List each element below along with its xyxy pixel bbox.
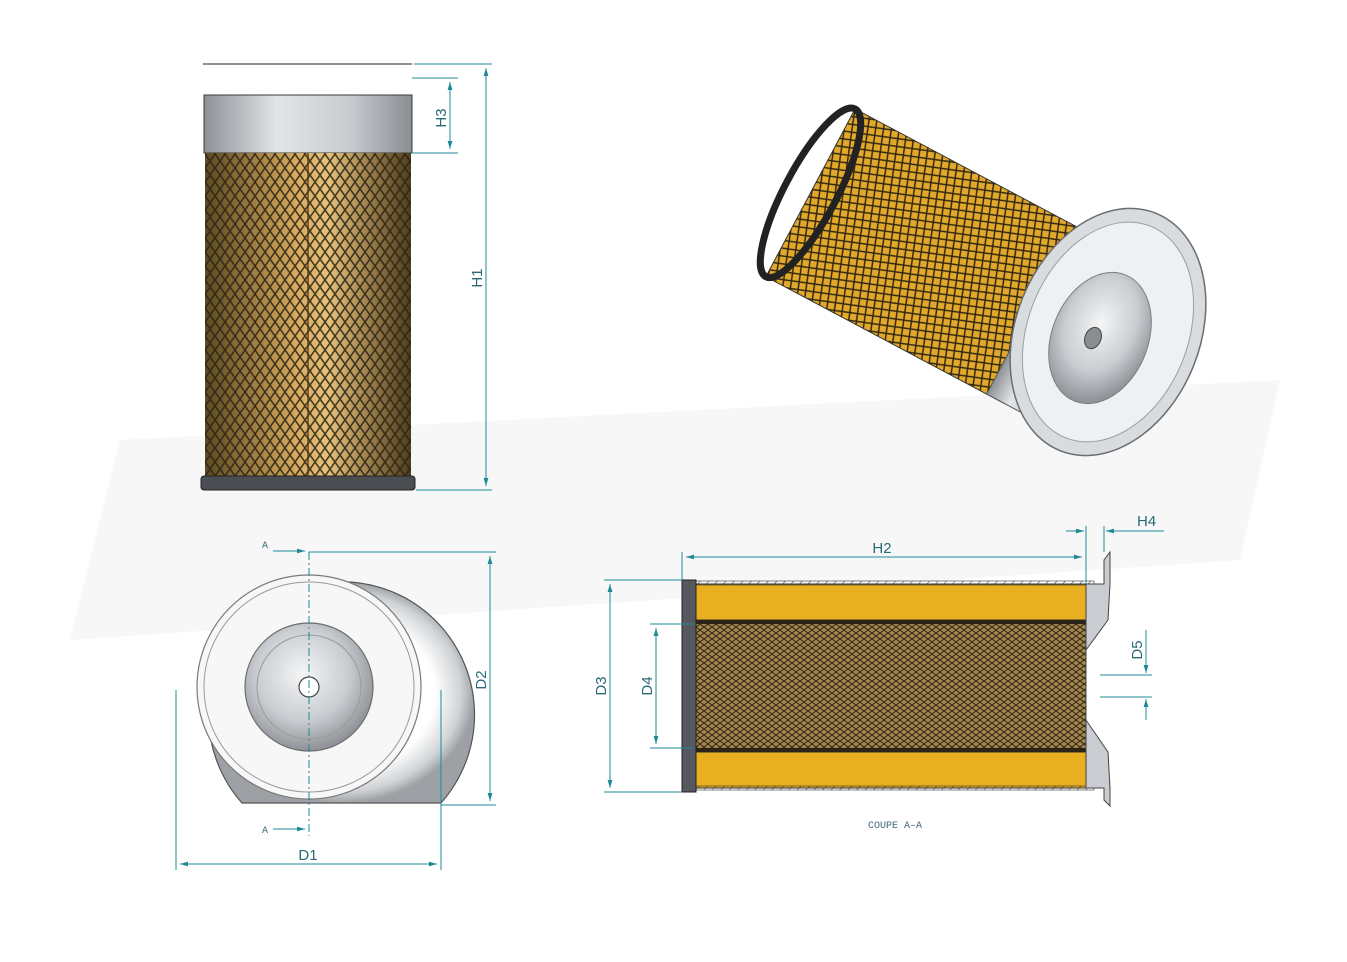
isometric-view <box>756 104 1207 457</box>
dimension-h4: H4 <box>1066 513 1164 552</box>
section-mark-bottom: A <box>262 826 268 837</box>
h3-label: H3 <box>433 108 450 127</box>
section-mark-top: A <box>262 541 268 552</box>
section-media-top <box>693 583 1095 621</box>
d1-label: D1 <box>298 847 317 864</box>
section-view <box>681 550 1111 808</box>
section-caption: COUPE A–A <box>868 821 922 832</box>
dimension-h2: H2 <box>681 540 1087 584</box>
h1-label: H1 <box>469 268 486 287</box>
d3-label: D3 <box>593 676 610 695</box>
iso-center-hole <box>1084 326 1102 350</box>
section-closed-cap <box>681 579 697 793</box>
end-view: A A <box>196 541 476 837</box>
h2-label: H2 <box>872 540 891 557</box>
dimension-d4: D4 <box>639 623 694 749</box>
d5-label: D5 <box>1129 640 1146 659</box>
d2-label: D2 <box>473 670 490 689</box>
dimension-d1: D1 <box>175 690 442 870</box>
dimension-d3: D3 <box>593 579 682 793</box>
h4-label: H4 <box>1137 513 1156 530</box>
section-open-flange <box>1085 550 1111 808</box>
dimension-h1: H1 <box>414 63 492 491</box>
dimension-d5: D5 <box>1100 630 1152 720</box>
dimension-d2: D2 <box>309 551 496 806</box>
iso-back-cap <box>756 104 865 282</box>
top-end-cap <box>203 94 413 154</box>
side-view <box>200 63 416 491</box>
d4-label: D4 <box>639 676 656 695</box>
bottom-end-cap <box>200 475 416 491</box>
dimension-h3: H3 <box>412 77 458 154</box>
section-media-bottom <box>693 751 1095 789</box>
